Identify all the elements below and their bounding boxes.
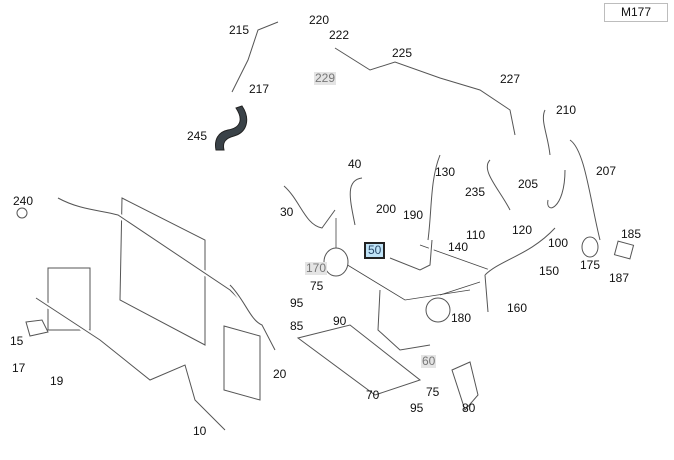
radiator-main[interactable] [119, 197, 206, 346]
callout-187[interactable]: 187 [609, 271, 630, 285]
callout-140[interactable]: 140 [448, 240, 469, 254]
bracket-80[interactable] [451, 361, 479, 411]
callout-130[interactable]: 130 [435, 165, 456, 179]
callout-220[interactable]: 220 [309, 13, 330, 27]
callout-225[interactable]: 225 [392, 46, 413, 60]
callout-120[interactable]: 120 [512, 223, 533, 237]
hose-245[interactable] [215, 105, 248, 151]
model-badge: M177 [604, 3, 668, 22]
callout-30[interactable]: 30 [280, 205, 294, 219]
callout-70[interactable]: 70 [366, 388, 380, 402]
callout-160[interactable]: 160 [507, 301, 528, 315]
callout-175[interactable]: 175 [580, 258, 601, 272]
callout-205[interactable]: 205 [518, 177, 539, 191]
part-175[interactable] [581, 236, 599, 258]
callout-95-lower[interactable]: 95 [410, 401, 424, 415]
callout-50-selected[interactable]: 50 [364, 242, 386, 259]
pump-180[interactable] [425, 297, 451, 323]
callout-80[interactable]: 80 [462, 401, 476, 415]
callout-207[interactable]: 207 [596, 164, 617, 178]
callout-95-upper[interactable]: 95 [290, 296, 304, 310]
callout-17[interactable]: 17 [12, 361, 26, 375]
callout-100[interactable]: 100 [548, 236, 569, 250]
callout-227[interactable]: 227 [500, 72, 521, 86]
callout-75-upper[interactable]: 75 [310, 279, 324, 293]
callout-245[interactable]: 245 [187, 129, 208, 143]
callout-210[interactable]: 210 [556, 103, 577, 117]
water-pump-170[interactable] [323, 247, 349, 277]
radiator-aux-right[interactable] [223, 325, 261, 401]
callout-222[interactable]: 222 [329, 28, 350, 42]
callout-215[interactable]: 215 [229, 23, 250, 37]
callout-217[interactable]: 217 [249, 82, 270, 96]
callout-40[interactable]: 40 [348, 157, 362, 171]
callout-10[interactable]: 10 [193, 424, 207, 438]
callout-90[interactable]: 90 [333, 314, 347, 328]
callout-60[interactable]: 60 [421, 354, 437, 368]
callout-170[interactable]: 170 [305, 261, 328, 275]
callout-110[interactable]: 110 [466, 228, 486, 242]
bolt-240[interactable] [16, 207, 28, 219]
callout-150[interactable]: 150 [539, 264, 560, 278]
callout-15[interactable]: 15 [10, 334, 24, 348]
callout-20[interactable]: 20 [273, 367, 287, 381]
callout-240[interactable]: 240 [13, 194, 34, 208]
part-185[interactable] [613, 240, 635, 260]
callout-19[interactable]: 19 [50, 374, 64, 388]
callout-185[interactable]: 185 [621, 227, 642, 241]
callout-190[interactable]: 190 [403, 208, 424, 222]
bracket-15[interactable] [25, 319, 49, 337]
bracket-plate-70[interactable] [296, 324, 422, 396]
callout-180[interactable]: 180 [451, 311, 472, 325]
callout-200[interactable]: 200 [376, 202, 397, 216]
callout-229[interactable]: 229 [314, 71, 337, 85]
callout-75-lower[interactable]: 75 [426, 385, 440, 399]
callout-235[interactable]: 235 [465, 185, 486, 199]
callout-85[interactable]: 85 [290, 319, 304, 333]
